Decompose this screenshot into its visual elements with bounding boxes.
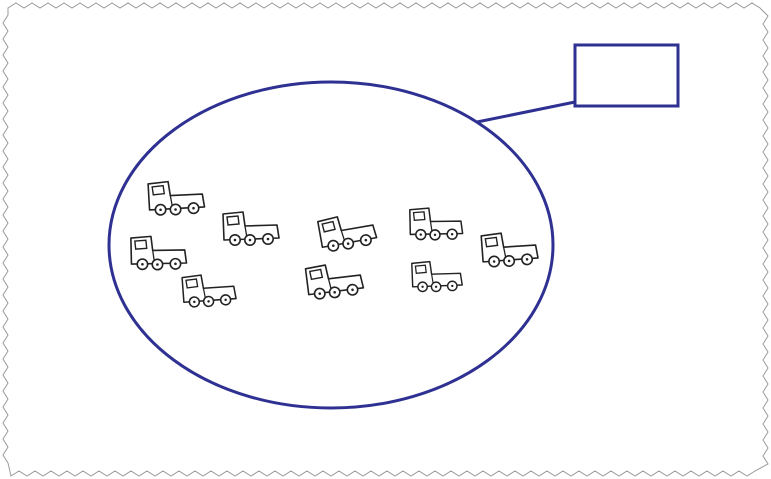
truck-icon [129,235,188,272]
truck-icon [222,211,280,246]
truck-group [129,180,540,309]
connector-line [476,100,576,124]
truck-icon [408,207,464,242]
truck-icon [181,273,238,309]
truck-icon [480,231,540,268]
truck-icon [147,180,206,216]
answer-box[interactable] [573,43,680,108]
truck-icon [316,211,379,254]
set-ellipse [107,80,555,410]
truck-icon [304,261,365,301]
truck-icon [411,260,463,293]
